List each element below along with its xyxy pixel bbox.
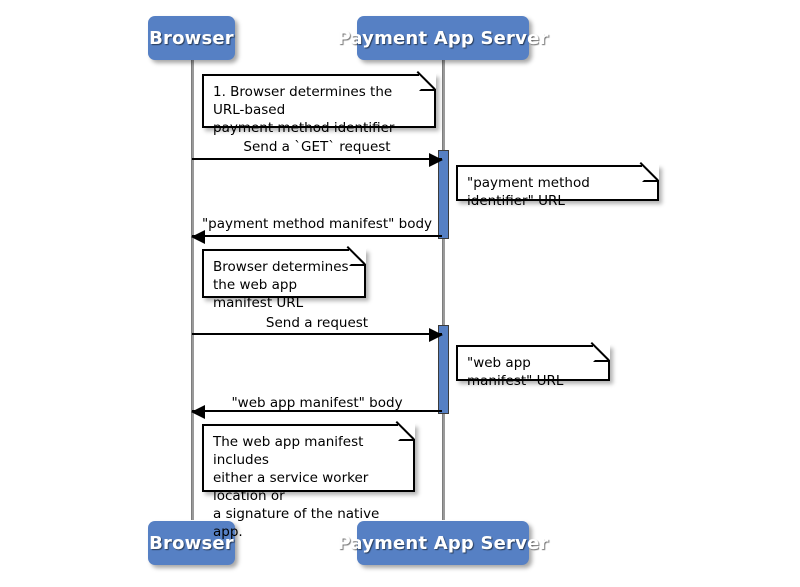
note-fold-corner-icon bbox=[349, 247, 368, 266]
message-manifest-body bbox=[191, 230, 442, 244]
note-browser-determines-manifest-url: Browser determines the web app manifest … bbox=[202, 247, 368, 311]
note-url-based-identifier-text: 1. Browser determines the URL-based paym… bbox=[213, 84, 395, 136]
note-fold-corner-icon bbox=[642, 163, 661, 182]
arrowhead-right-icon bbox=[429, 153, 443, 167]
message-send-request bbox=[192, 328, 443, 342]
participant-browser-top-label: Browser bbox=[149, 27, 234, 49]
activation-bar-web-app-manifest bbox=[438, 325, 449, 414]
participant-browser-bottom[interactable]: Browser bbox=[148, 521, 235, 565]
note-payment-method-identifier-url: "payment method identifier" URL bbox=[456, 163, 661, 209]
note-fold-corner-icon bbox=[398, 422, 417, 441]
note-url-based-identifier: 1. Browser determines the URL-based paym… bbox=[202, 72, 438, 136]
note-browser-determines-manifest-url-text: Browser determines the web app manifest … bbox=[213, 259, 349, 311]
participant-browser-top[interactable]: Browser bbox=[148, 16, 235, 60]
participant-payment-app-server-top[interactable]: Payment App Server bbox=[337, 16, 548, 60]
note-fold-corner-icon bbox=[419, 72, 438, 91]
message-get-request-label: Send a `GET` request bbox=[243, 139, 391, 155]
note-web-app-manifest-includes: The web app manifest includes either a s… bbox=[202, 422, 417, 540]
arrowhead-left-icon bbox=[191, 230, 205, 244]
note-web-app-manifest-url-text: "web app manifest" URL bbox=[467, 355, 564, 389]
note-payment-method-identifier-url-text: "payment method identifier" URL bbox=[467, 175, 590, 209]
participant-payment-app-server-bottom-label: Payment App Server bbox=[337, 532, 549, 554]
arrowhead-left-icon bbox=[191, 405, 205, 419]
lifeline-browser bbox=[191, 60, 194, 520]
participant-payment-app-server-bottom[interactable]: Payment App Server bbox=[337, 521, 548, 565]
lifeline-payment-app-server bbox=[442, 60, 445, 520]
participant-browser-bottom-label: Browser bbox=[149, 532, 234, 554]
arrowhead-right-icon bbox=[429, 328, 443, 342]
note-web-app-manifest-url: "web app manifest" URL bbox=[456, 343, 612, 389]
message-web-app-manifest-body-label: "web app manifest" body bbox=[231, 395, 403, 411]
message-send-request-label: Send a request bbox=[265, 315, 369, 331]
participant-payment-app-server-top-label: Payment App Server bbox=[337, 27, 549, 49]
message-manifest-body-label: "payment method manifest" body bbox=[201, 216, 433, 232]
note-web-app-manifest-includes-text: The web app manifest includes either a s… bbox=[213, 434, 380, 540]
message-web-app-manifest-body bbox=[191, 405, 442, 419]
note-fold-corner-icon bbox=[593, 343, 612, 362]
activation-bar-payment-method-manifest bbox=[438, 150, 449, 239]
message-get-request bbox=[192, 153, 443, 167]
